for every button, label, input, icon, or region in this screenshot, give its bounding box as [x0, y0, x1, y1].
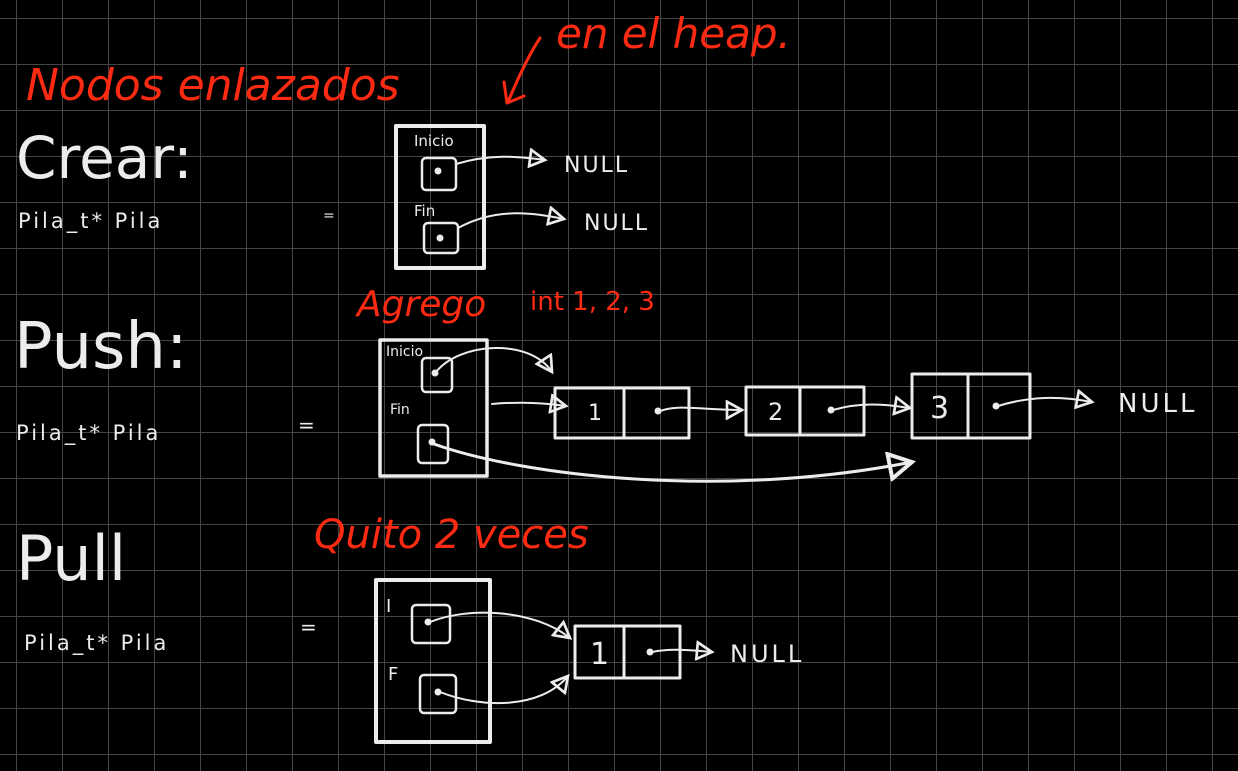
pull-equals: = [300, 615, 317, 639]
pull-field-i: I [386, 596, 391, 617]
push-inicio-pointer-cell [420, 356, 454, 394]
pull-signature: Pila_t* Pila [24, 631, 169, 656]
pull-i-pointer-cell [410, 603, 452, 645]
push-field-fin: Fin [390, 402, 410, 418]
pull-struct-box [374, 578, 492, 744]
push-heading: Push: [14, 310, 188, 384]
title-annotation: Nodos enlazados [26, 60, 400, 111]
crear-struct-box [394, 124, 486, 270]
push-struct-box [378, 338, 489, 478]
push-link-1-2 [659, 408, 742, 411]
pull-f-arrow [439, 676, 568, 705]
heap-pointer-arrow [502, 36, 542, 105]
push-node-3-value: 3 [930, 391, 949, 426]
crear-fin-null: NULL [584, 211, 649, 236]
push-field-inicio: Inicio [386, 344, 423, 360]
pull-link-null [651, 650, 712, 652]
push-fin-pointer-cell [416, 423, 450, 465]
push-node-2: 2 [744, 385, 866, 437]
crear-equals: = [323, 208, 335, 224]
crear-inicio-arrow [455, 157, 545, 164]
push-equals: = [298, 413, 315, 437]
pull-i-arrow [429, 611, 570, 638]
push-node-3: 3 [910, 372, 1032, 440]
push-node-1-value: 1 [588, 401, 602, 426]
crear-signature: Pila_t* Pila [18, 209, 163, 234]
crear-field-inicio: Inicio [414, 132, 454, 150]
crear-inicio-null: NULL [564, 153, 629, 178]
pull-node-1-value: 1 [590, 637, 609, 672]
crear-fin-pointer-cell [422, 221, 460, 255]
crear-inicio-pointer-cell [420, 156, 458, 192]
crear-fin-pointer-dot [436, 234, 444, 242]
push-node-1: 1 [553, 386, 691, 440]
push-signature: Pila_t* Pila [16, 421, 161, 446]
crear-field-fin: Fin [414, 202, 435, 220]
pull-node-1: 1 [573, 624, 682, 680]
pull-heading: Pull [16, 522, 126, 595]
pull-f-pointer-dot [434, 688, 442, 696]
push-tail-null: NULL [1118, 389, 1197, 419]
push-fin-arrow [432, 442, 912, 483]
pull-i-pointer-dot [424, 618, 432, 626]
push-inicio-arrow [435, 347, 552, 372]
push-link-3-null [997, 398, 1092, 406]
crear-heading: Crear: [16, 124, 193, 192]
crear-inicio-pointer-dot [434, 167, 442, 175]
push-node-2-value: 2 [768, 398, 783, 426]
push-note: Agrego [355, 284, 486, 325]
heap-annotation: en el heap. [556, 9, 791, 58]
pull-note: Quito 2 veces [314, 512, 589, 558]
pull-tail-null: NULL [730, 640, 804, 668]
pull-f-pointer-cell [418, 673, 458, 715]
push-link-2-3 [832, 405, 910, 411]
pull-field-f: F [388, 664, 398, 685]
push-note-values: int 1, 2, 3 [530, 287, 655, 317]
push-fin-label-arrow [491, 403, 566, 406]
crear-fin-arrow [457, 213, 564, 229]
